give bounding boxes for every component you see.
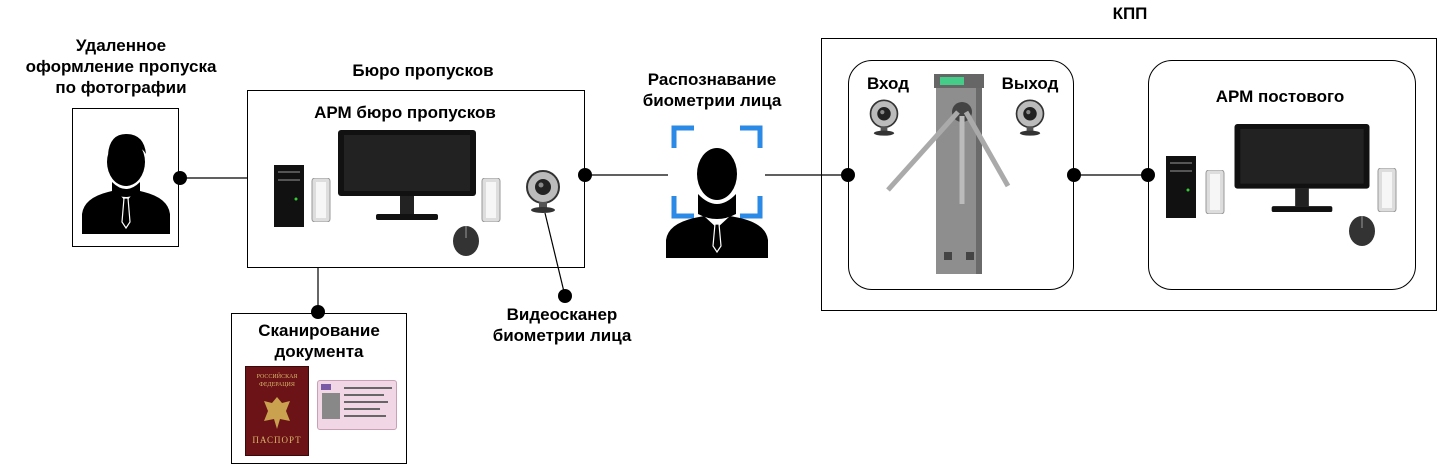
entry-webcam-icon bbox=[869, 99, 899, 136]
dot-scanner bbox=[558, 289, 572, 303]
dot-turnstile-left bbox=[841, 168, 855, 182]
face-recognition-icon bbox=[666, 125, 768, 258]
pc-tower-icon bbox=[274, 165, 304, 227]
checkpoint-label: КПП bbox=[1112, 4, 1148, 23]
bureau-label: Бюро пропусков bbox=[352, 61, 494, 80]
guard-pc-tower-icon bbox=[1166, 156, 1196, 218]
dot-document bbox=[311, 305, 325, 319]
document-label: Сканирование документа bbox=[258, 321, 380, 361]
guard-speaker-icon bbox=[1205, 170, 1225, 214]
remote-label: Удаленное оформление пропуска по фотогра… bbox=[25, 36, 217, 97]
entry-label: Вход bbox=[866, 74, 910, 93]
dot-bureau-right bbox=[578, 168, 592, 182]
bureau-workstation-label: АРМ бюро пропусков bbox=[314, 103, 496, 122]
mouse-icon bbox=[453, 226, 479, 256]
guard-mouse-icon bbox=[1349, 216, 1375, 246]
guard-speaker-icon-right bbox=[1377, 168, 1397, 212]
guard-monitor-icon bbox=[1234, 124, 1370, 213]
eagle-emblem-icon bbox=[264, 397, 290, 429]
dot-turnstile-right bbox=[1067, 168, 1081, 182]
exit-label: Выход bbox=[1001, 74, 1059, 93]
line-scanner-pointer bbox=[544, 212, 566, 297]
passport-icon: РОССИЙСКАЯ ФЕДЕРАЦИЯ ПАСПОРТ bbox=[245, 366, 309, 456]
recognition-label: Распознавание биометрии лица bbox=[642, 70, 782, 110]
person-icon bbox=[82, 134, 170, 234]
dot-remote bbox=[173, 171, 187, 185]
guard-workstation-label: АРМ постового bbox=[1215, 87, 1345, 106]
scanner-label: Видеосканер биометрии лица bbox=[492, 305, 632, 345]
exit-webcam-icon bbox=[1015, 99, 1045, 136]
webcam-icon bbox=[526, 170, 560, 213]
dot-guard-left bbox=[1141, 168, 1155, 182]
speaker-icon bbox=[311, 178, 331, 222]
turnstile-icon bbox=[886, 74, 1011, 274]
speaker-icon-right bbox=[481, 178, 501, 222]
driver-license-icon bbox=[317, 380, 397, 430]
monitor-icon bbox=[338, 130, 476, 220]
